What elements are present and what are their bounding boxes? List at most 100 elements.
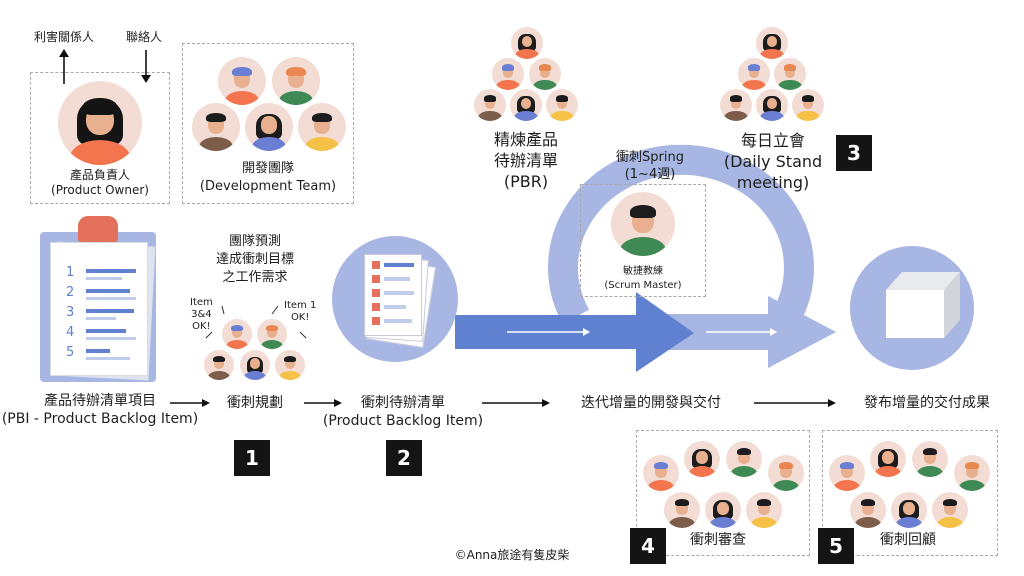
team-member-avatar [240,350,270,380]
team-member-avatar [756,27,788,59]
product-owner-name-en: (Product Owner) [51,183,149,197]
team-member-avatar [932,492,968,528]
team-member-avatar [726,441,762,477]
forecast-line-3: 之工作需求 [222,270,288,285]
list-number: 5 [66,345,75,360]
bubble-right-line: OK! [290,312,310,323]
forecast-line-1: 團隊預測 [228,234,281,249]
dev-team-box [182,43,354,204]
bubble-right-line: Item 1 [284,300,317,311]
list-number: 3 [66,305,75,320]
speech-bubble-left: Item 3&4 OK! [190,297,213,333]
daily-standup-line-1: 每日立會 [740,131,805,150]
increment-box-icon [886,272,960,338]
forecast-line-2: 達成衝刺目標 [215,252,294,267]
team-member-avatar [792,89,824,121]
contact-label: 聯絡人 [126,30,163,44]
down-arrow-icon [141,50,151,83]
list-number: 2 [66,285,75,300]
bubble-left-line: 3&4 [191,309,212,320]
bubble-left-line: Item [190,297,213,308]
scrum-master-box [580,184,706,297]
product-owner-box [30,72,170,204]
team-member-avatar [768,455,804,491]
daily-standup-line-2: (Daily Stand [723,152,823,171]
list-number: 1 [66,265,75,280]
team-member-avatar [664,492,700,528]
copyright-footer: ©Anna旅途有隻皮柴 [454,548,570,562]
sprint-review-box [636,430,810,556]
team-member-avatar [829,455,865,491]
retrospective-label: 衝刺回顧 [880,532,936,548]
team-member-avatar [870,441,906,477]
sprint-duration: (1~4週) [624,167,676,182]
refinement-line-3: (PBR) [503,172,549,191]
refinement-line-2: 待辦清單 [493,151,558,170]
product-owner-avatar [58,81,142,165]
team-member-avatar [684,441,720,477]
step-number-4: 4 [630,528,666,564]
scrum-master-name-zh: 敏捷教練 [623,266,663,277]
stakeholder-label: 利害關係人 [34,30,95,44]
scrum-master-name-en: (Scrum Master) [604,280,682,291]
team-member-avatar [774,58,806,90]
daily-standup-line-3: meeting) [736,173,810,192]
scrum-master-avatar [611,192,675,256]
backlog-item-label-zh: 產品待辦清單項目 [44,393,156,409]
team-member-avatar [746,492,782,528]
team-member-avatar [257,319,287,349]
team-member-avatar [643,455,679,491]
team-member-avatar [192,103,240,151]
sprint-planning-label: 衝刺規劃 [227,395,283,411]
increment-label: 發布增量的交付成果 [864,395,990,411]
speech-bubble-right: Item 1 OK! [284,300,316,324]
team-member-avatar [474,89,506,121]
team-member-avatar [738,58,770,90]
team-member-avatar [756,89,788,121]
iterative-dev-label: 迭代增量的開發與交付 [581,395,721,411]
up-arrow-icon [59,49,69,84]
team-member-avatar [912,441,948,477]
sprint-backlog-label-en: (Product Backlog Item) [322,413,484,429]
step-number-3: 3 [836,135,872,171]
dev-team-name-en: (Development Team) [199,179,337,194]
sprint-label: 衝刺Spring [616,150,684,165]
product-owner-name-zh: 產品負責人 [69,168,130,182]
bubble-pointer-lines [205,305,307,339]
step-number-5: 5 [818,528,854,564]
step-number-1: 1 [234,440,270,476]
arrow-head-icon [542,399,550,407]
team-member-avatar [492,58,524,90]
retrospective-box [822,430,998,556]
bubble-left-line: OK! [192,321,211,332]
product-backlog-clipboard: 1 2 3 4 5 [40,216,156,382]
arrow-head-icon [334,399,342,407]
team-member-avatar [222,319,252,349]
team-member-avatar [850,492,886,528]
team-member-avatar [204,350,234,380]
team-member-avatar [272,57,320,105]
team-member-avatar [720,89,752,121]
team-member-avatar [218,57,266,105]
sprint-review-label: 衝刺審查 [690,532,746,548]
step-number-2: 2 [386,440,422,476]
refinement-line-1: 精煉產品 [493,130,558,149]
team-member-avatar [891,492,927,528]
dev-team-name-zh: 開發團隊 [241,161,294,176]
sprint-backlog-label-zh: 衝刺待辦清單 [361,395,445,411]
list-number: 4 [66,325,75,340]
team-member-avatar [705,492,741,528]
team-member-avatar [245,103,293,151]
team-member-avatar [275,350,305,380]
team-member-avatar [298,103,346,151]
team-member-avatar [529,58,561,90]
clipboard-clip [78,216,118,242]
backlog-item-label-en: (PBI - Product Backlog Item) [1,411,199,427]
sprint-backlog-papers-icon [360,252,437,352]
arrow-head-icon [828,399,836,407]
team-member-avatar [954,455,990,491]
team-member-avatar [546,89,578,121]
team-member-avatar [510,89,542,121]
